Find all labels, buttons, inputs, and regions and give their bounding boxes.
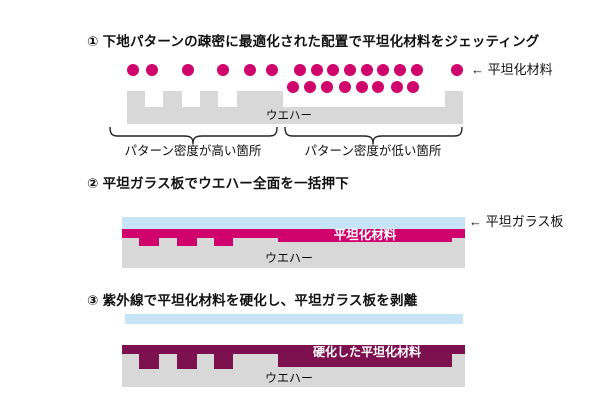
droplet-dot bbox=[217, 64, 229, 76]
step2-glass-label: ← 平坦ガラス板 bbox=[469, 214, 564, 229]
step2-material-layer bbox=[122, 229, 465, 246]
low-density-brace bbox=[284, 126, 463, 145]
step3-material-label: 硬化した平坦化材料 bbox=[312, 345, 421, 359]
step1-droplet-label: ← 平坦化材料 bbox=[471, 62, 553, 77]
droplet-dot bbox=[356, 81, 368, 93]
droplet-dots bbox=[127, 64, 463, 93]
step3-heading: ③ 紫外線で平坦化材料を硬化し、平坦ガラス板を剥離 bbox=[87, 293, 418, 308]
step1-wafer-shape bbox=[127, 91, 463, 124]
droplet-dot bbox=[311, 64, 323, 76]
step2-wafer-label: ウエハー bbox=[264, 251, 313, 265]
high-density-label: パターン密度が高い箇所 bbox=[124, 144, 262, 158]
droplet-dot bbox=[327, 64, 339, 76]
step1-heading: ① 下地パターンの疎密に最適化された配置で平坦化材料をジェッティング bbox=[87, 34, 540, 49]
droplet-dot bbox=[339, 81, 351, 93]
step3-glass-plate bbox=[125, 314, 463, 324]
droplet-dot bbox=[391, 81, 403, 93]
droplet-dot bbox=[146, 64, 158, 76]
droplet-dot bbox=[411, 64, 423, 76]
step3-wafer-shape bbox=[122, 354, 465, 387]
droplet-dot bbox=[372, 81, 384, 93]
droplet-dot bbox=[244, 64, 256, 76]
droplet-dot bbox=[361, 64, 373, 76]
droplet-dot bbox=[394, 64, 406, 76]
droplet-dot bbox=[451, 64, 463, 76]
droplet-dot bbox=[266, 64, 278, 76]
low-density-label: パターン密度が低い箇所 bbox=[304, 144, 442, 158]
step2-material-label: 平坦化材料 bbox=[333, 228, 397, 242]
droplet-dot bbox=[407, 81, 419, 93]
droplet-dot bbox=[321, 81, 333, 93]
droplet-dot bbox=[182, 64, 194, 76]
step2-glass-plate bbox=[122, 217, 465, 229]
step3-cured-material-layer bbox=[122, 345, 465, 369]
droplet-dot bbox=[304, 81, 316, 93]
droplet-dot bbox=[127, 64, 139, 76]
step3-wafer-label: ウエハー bbox=[264, 371, 313, 385]
droplet-dot bbox=[377, 64, 389, 76]
droplet-dot bbox=[294, 64, 306, 76]
high-density-brace bbox=[109, 126, 278, 145]
step1-wafer-label: ウエハー bbox=[266, 110, 312, 122]
droplet-dot bbox=[287, 81, 299, 93]
step2-heading: ② 平坦ガラス板でウエハー全面を一括押下 bbox=[87, 176, 349, 191]
step2-wafer-shape bbox=[122, 238, 465, 268]
droplet-dot bbox=[344, 64, 356, 76]
